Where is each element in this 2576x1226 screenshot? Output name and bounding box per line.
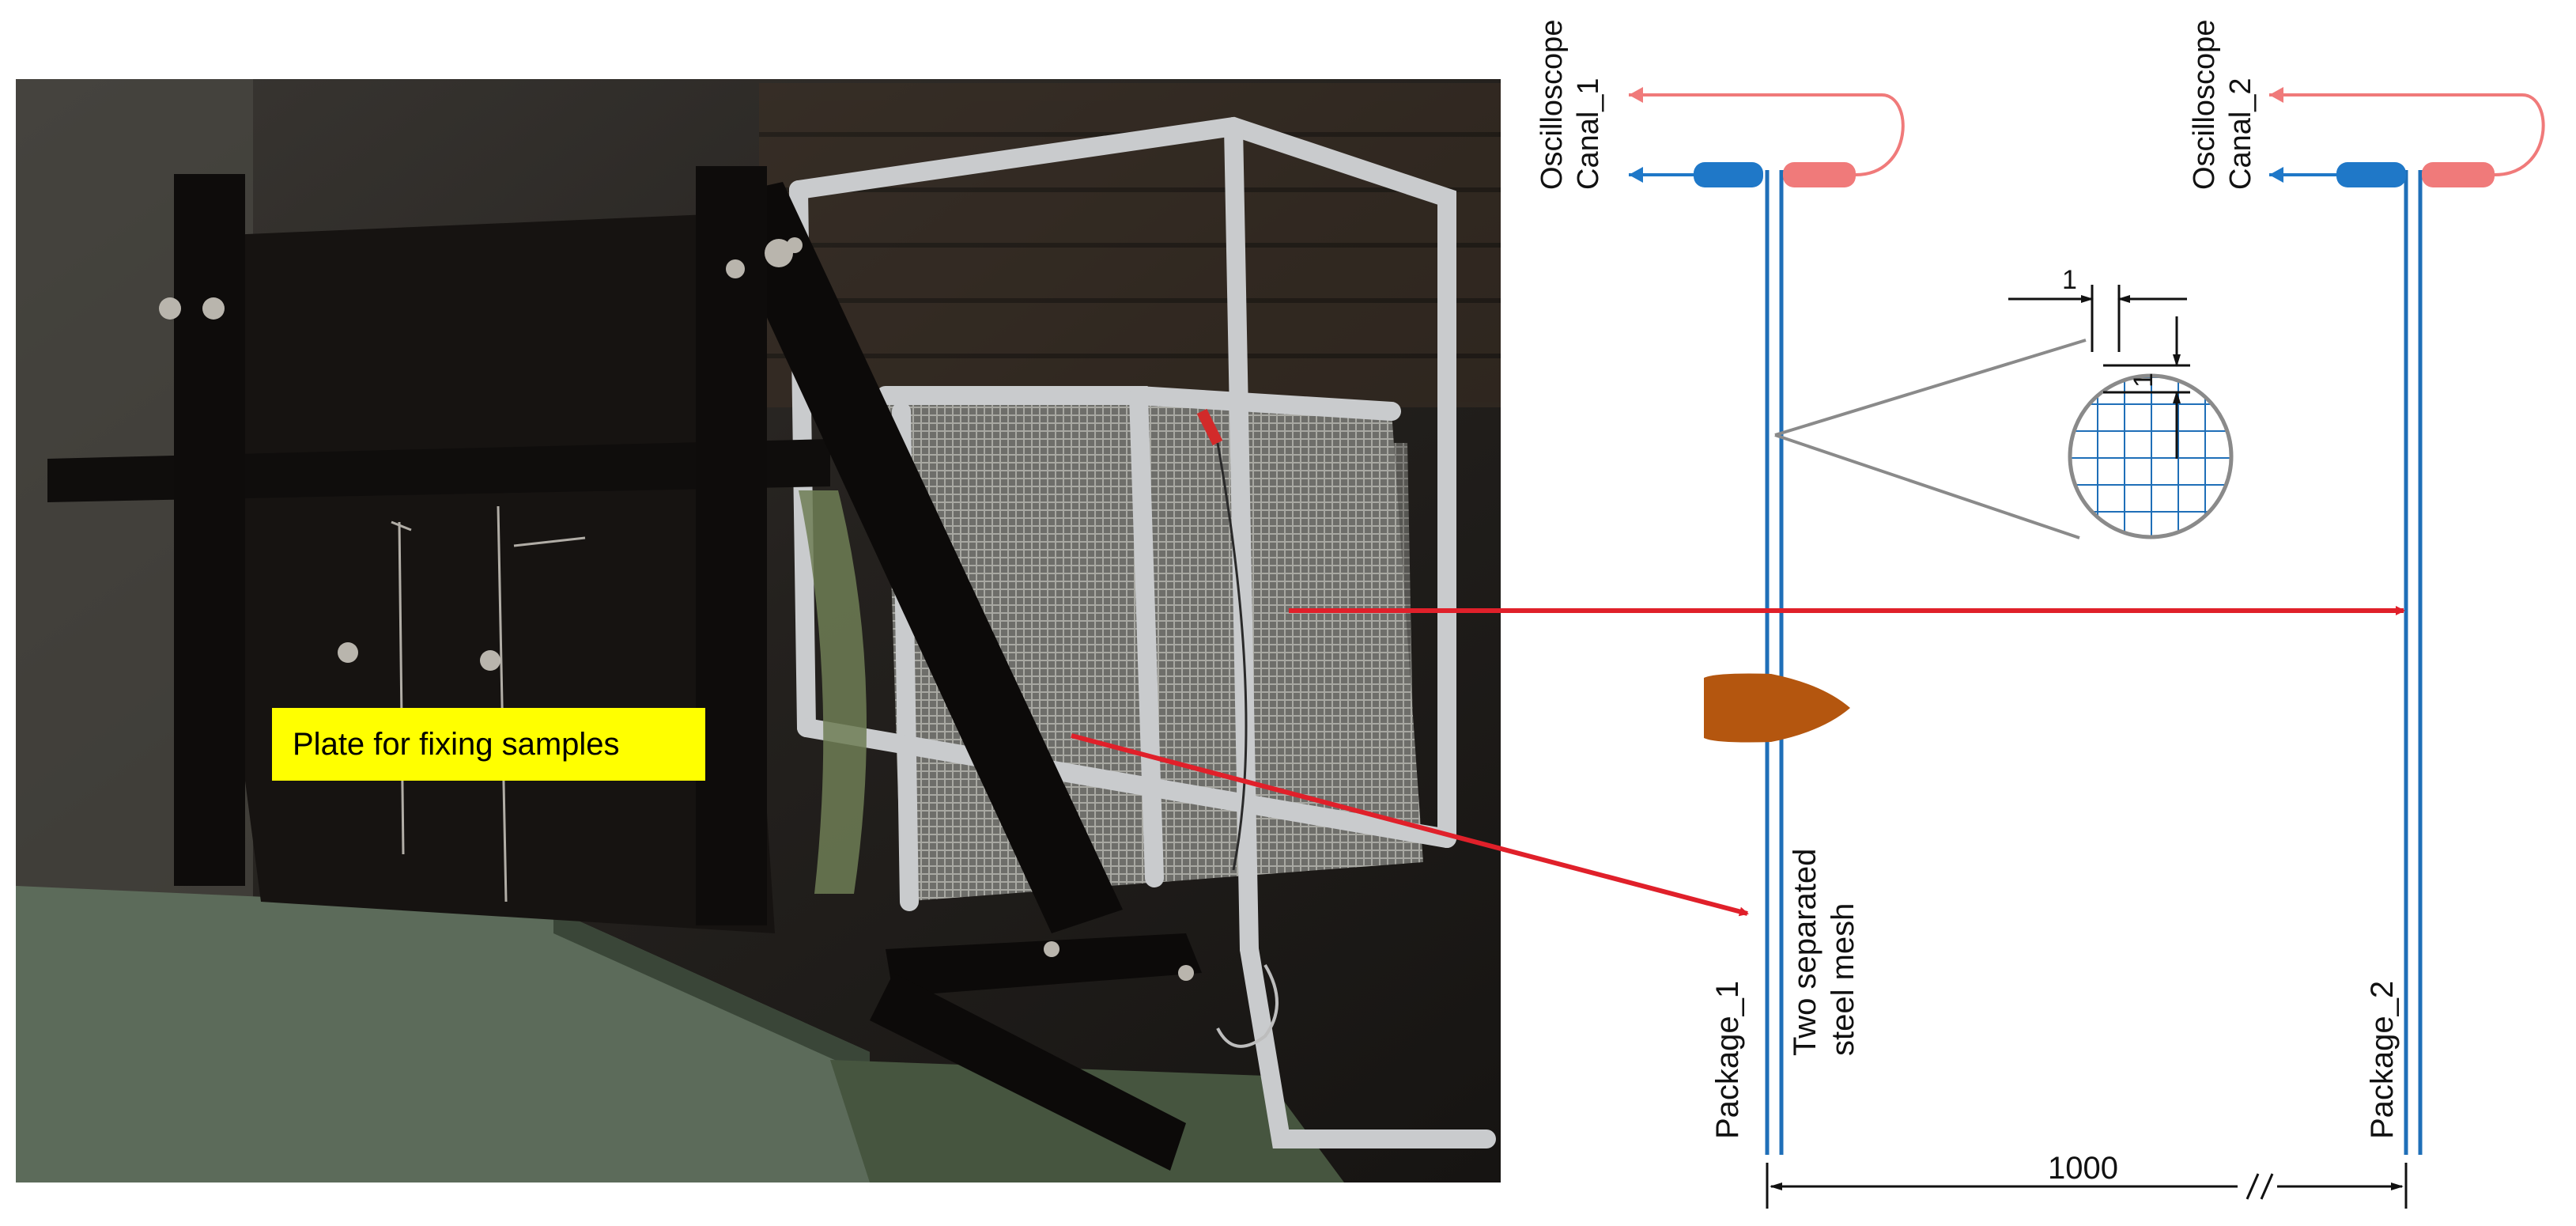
oscilloscope-canal-2-label: Oscilloscope Canal_2: [2188, 11, 2257, 190]
mesh-detail-magnifier: [1774, 339, 2234, 539]
mesh-cell-width-label: 1: [2062, 265, 2077, 295]
mesh-cell-height-label: 1: [2128, 373, 2159, 388]
probe-canal-1: [1629, 87, 1905, 187]
projectile-icon: [1704, 673, 1850, 743]
probe-canal-2: [2269, 87, 2545, 187]
oscilloscope-canal-1-label: Oscilloscope Canal_1: [1535, 11, 1605, 190]
test-rig-photo: [16, 79, 1501, 1182]
pointer-arrows: [1071, 606, 2405, 917]
package-2-mesh-lines: [2404, 170, 2423, 1155]
package-1-label: Package_1: [1710, 981, 1745, 1139]
package-1-mesh-lines: [1765, 170, 1784, 1155]
mesh-label: Two separated steel mesh: [1788, 839, 1860, 1056]
plate-label: Plate for fixing samples: [272, 708, 705, 781]
distance-dimension: [1766, 1163, 2408, 1209]
distance-label: 1000: [2048, 1151, 2118, 1186]
mesh-cell-dimensions: [2008, 285, 2190, 459]
package-2-label: Package_2: [2365, 981, 2400, 1139]
